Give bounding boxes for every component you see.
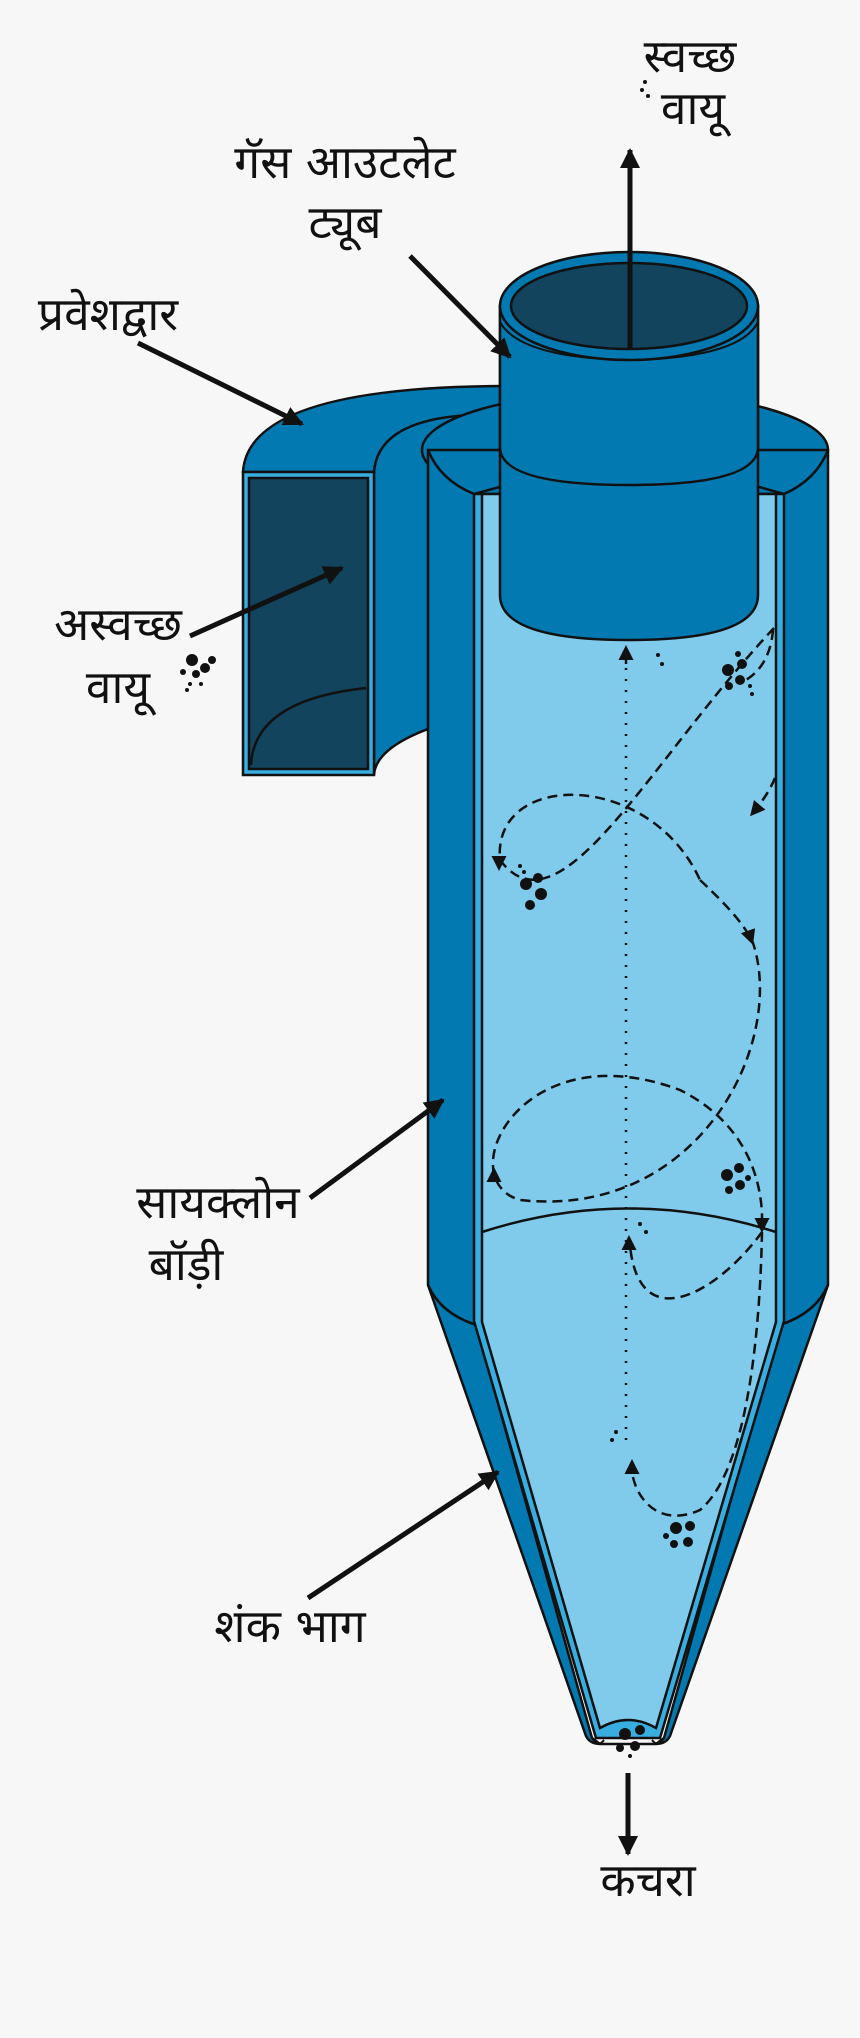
flow-arrows bbox=[618, 148, 640, 1856]
cone-section-label: शंक भाग bbox=[214, 1599, 366, 1653]
clean-air-label: वायू bbox=[661, 81, 732, 137]
dirty-air-pointer bbox=[188, 565, 344, 639]
dust-particle-icon bbox=[638, 1163, 751, 1234]
dust-particle-icon bbox=[616, 1725, 645, 1758]
gas-outlet-label: गॅस आउटलेट bbox=[234, 135, 456, 189]
cone-section-pointer bbox=[306, 1469, 500, 1601]
gas-outlet-label: ट्यूब bbox=[309, 195, 383, 251]
dirty-air-label: अस्वच्छ bbox=[54, 597, 183, 651]
dust-particle-icon bbox=[518, 864, 547, 910]
waste-label: कचरा bbox=[600, 1853, 696, 1907]
inlet-label: प्रवेशद्वार bbox=[38, 287, 179, 341]
dust-particle-icon bbox=[656, 651, 754, 696]
cyclone-body-label: बॉड़ी bbox=[149, 1237, 225, 1291]
vortex-flow bbox=[486, 627, 777, 1517]
leader-arrows bbox=[136, 254, 512, 1601]
gas-outlet-tube bbox=[498, 250, 760, 642]
dust-particles bbox=[180, 80, 754, 1758]
clean-air-label: स्वच्छ bbox=[644, 29, 737, 83]
cyclone-body-pointer bbox=[308, 1097, 445, 1201]
gas-outlet-pointer bbox=[408, 254, 512, 359]
dirty-air-label: वायू bbox=[86, 660, 157, 716]
dust-particle-icon bbox=[180, 654, 216, 692]
dust-particle-icon bbox=[640, 80, 650, 98]
labels: स्वच्छ वायू गॅस आउटलेट ट्यूब प्रवेशद्वार… bbox=[38, 29, 737, 1907]
cyclone-body bbox=[420, 390, 830, 1746]
cyclone-body-label: सायक्लोन bbox=[136, 1175, 301, 1229]
inlet-pointer bbox=[136, 340, 304, 427]
dust-particle-icon bbox=[610, 1430, 695, 1548]
